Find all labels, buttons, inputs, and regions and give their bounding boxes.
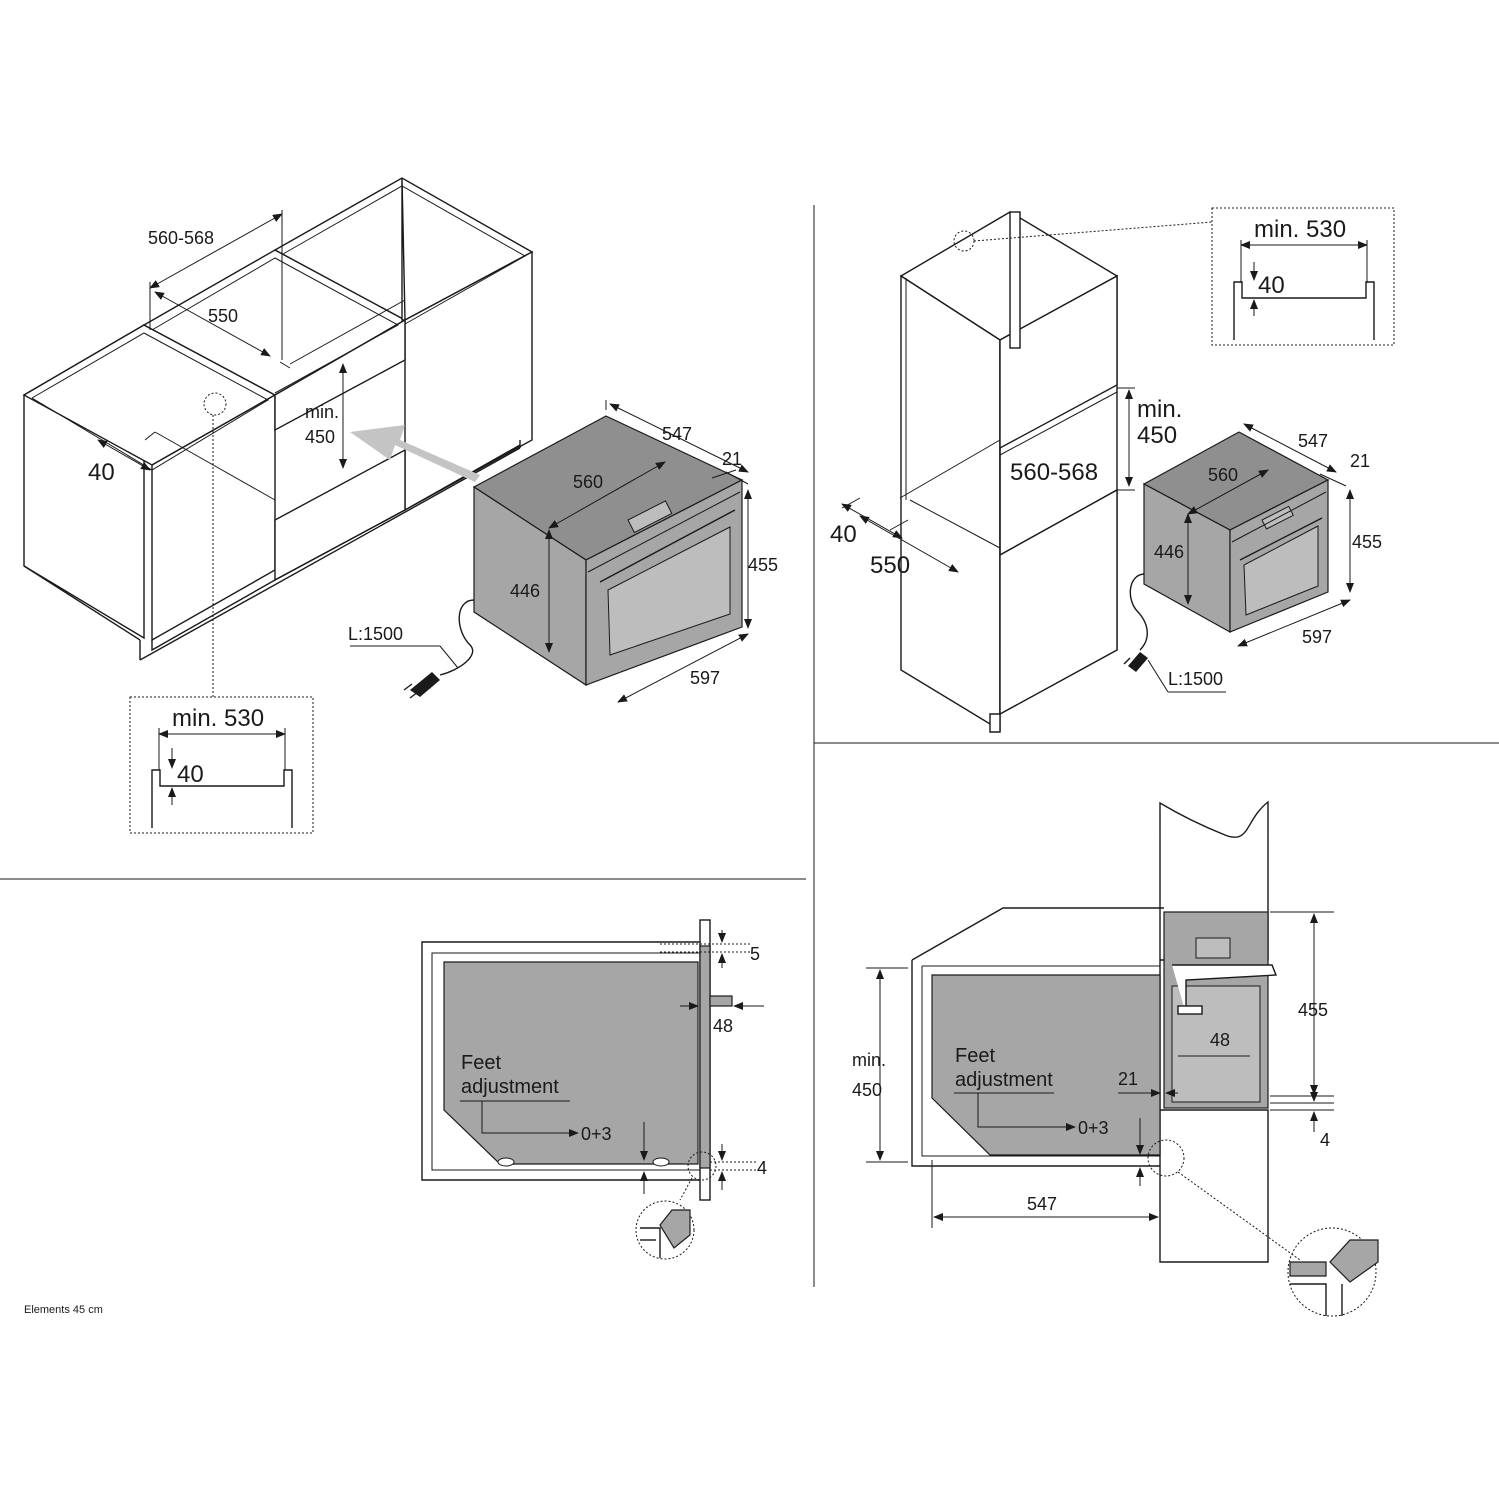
footer-note: Elements 45 cm [24, 1304, 103, 1316]
dim2-597: 597 [1302, 627, 1332, 647]
plug-icon [403, 672, 440, 699]
detail2-min-530: min. 530 [1254, 216, 1346, 243]
panel-side-section: 5 48 Feet adjustment 0+3 4 [421, 919, 767, 1260]
dim3-0+3: 0+3 [581, 1124, 612, 1144]
base-cabinet-outline [22, 177, 534, 661]
dim4-48: 48 [1210, 1030, 1230, 1050]
dim2-560-568: 560-568 [1010, 459, 1098, 486]
dim4-21: 21 [1118, 1069, 1138, 1089]
feet4-label-2: adjustment [955, 1069, 1053, 1091]
dim2-40: 40 [830, 521, 857, 548]
dim-550: 550 [208, 306, 238, 326]
dim2-446: 446 [1154, 542, 1184, 562]
dim2-450: 450 [1137, 422, 1177, 449]
detail-box-clearance-2 [1211, 207, 1395, 346]
cable-length: L:1500 [348, 624, 403, 644]
power-cable [439, 599, 475, 676]
oven-panel-1 [472, 415, 744, 687]
dim-446: 446 [510, 581, 540, 601]
dim-455: 455 [748, 555, 778, 575]
dim2-547: 547 [1298, 431, 1328, 451]
dim-547: 547 [662, 424, 692, 444]
feet-label-2: adjustment [461, 1076, 559, 1098]
dim4-455: 455 [1298, 1000, 1328, 1020]
dim4-min: min. [852, 1050, 886, 1070]
dim2-560: 560 [1208, 465, 1238, 485]
dim2-550: 550 [870, 552, 910, 579]
dim4-450: 450 [852, 1080, 882, 1100]
dim4-4: 4 [1320, 1130, 1330, 1150]
detail-min-530: min. 530 [172, 705, 264, 732]
cable-length-2: L:1500 [1168, 669, 1223, 689]
dim-min-450: 450 [305, 427, 335, 447]
dim2-455: 455 [1352, 532, 1382, 552]
dim3-4: 4 [757, 1158, 767, 1178]
detail-box-clearance [129, 696, 314, 834]
panel-side-section-tall: min. 450 Feet adjustment 0+3 21 48 455 4… [852, 800, 1379, 1317]
dim3-48: 48 [713, 1016, 733, 1036]
dim-40: 40 [88, 459, 115, 486]
panel-dividers [0, 205, 1499, 1287]
oven-panel-2 [1142, 431, 1330, 634]
detail-40: 40 [177, 761, 204, 788]
feet4-label-1: Feet [955, 1045, 995, 1067]
dim-597: 597 [690, 668, 720, 688]
power-cable-2 [1129, 573, 1148, 651]
plug-icon-2 [1123, 652, 1148, 672]
dim-560-568: 560-568 [148, 228, 214, 248]
dim2-21: 21 [1350, 451, 1370, 471]
dim-min-label: min. [305, 402, 339, 422]
detail2-40: 40 [1258, 272, 1285, 299]
detail-circle-4 [1287, 1227, 1377, 1317]
dim4-547: 547 [1027, 1194, 1057, 1214]
dim2-min: min. [1137, 396, 1182, 423]
dim4-0+3: 0+3 [1078, 1118, 1109, 1138]
insert-arrow [350, 425, 480, 482]
panel-tall-cabinet: min. 530 40 min. 450 560-568 40 550 [830, 207, 1395, 733]
detail-circle-3 [635, 1200, 695, 1260]
panel-base-cabinet: 560-568 550 min. 450 40 min. 530 40 [22, 177, 778, 834]
feet-label-1: Feet [461, 1052, 501, 1074]
dim-560-oven: 560 [573, 472, 603, 492]
dim3-5: 5 [750, 944, 760, 964]
dim-21: 21 [722, 449, 742, 469]
